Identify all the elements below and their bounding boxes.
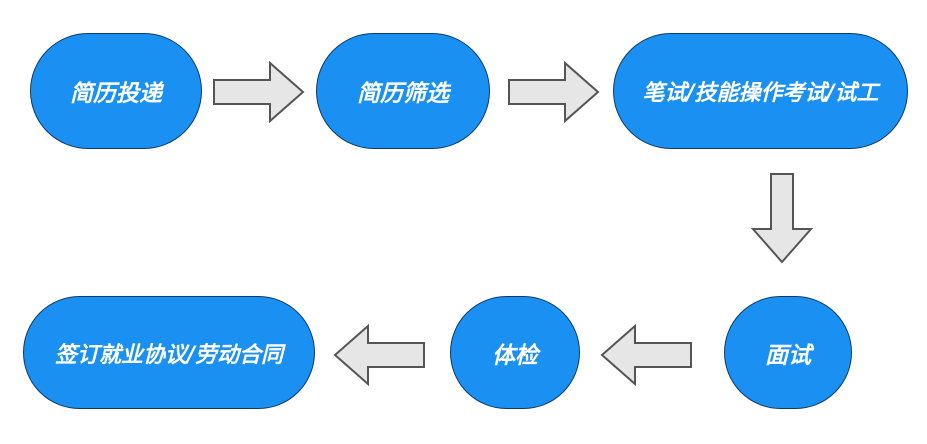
step-resume-screening: 简历筛选 [316,33,490,149]
step-label: 简历投递 [70,81,162,107]
step-resume-submission: 简历投递 [30,33,202,149]
step-label: 简历筛选 [357,81,449,107]
step-label: 体检 [492,342,538,369]
arrow-right-icon [212,60,305,124]
step-label: 笔试/技能操作考试/试工 [642,81,879,106]
step-contract-signing: 签订就业协议/劳动合同 [23,296,315,409]
arrow-left-icon [600,323,693,387]
arrow-right-icon [507,60,600,124]
arrow-left-icon [333,323,426,387]
step-medical-exam: 体检 [450,296,580,409]
step-label: 面试 [765,342,811,369]
step-interview: 面试 [724,296,852,409]
arrow-down-icon [750,172,814,264]
step-written-skills-test: 笔试/技能操作考试/试工 [613,33,908,149]
step-label: 签订就业协议/劳动合同 [54,342,284,368]
